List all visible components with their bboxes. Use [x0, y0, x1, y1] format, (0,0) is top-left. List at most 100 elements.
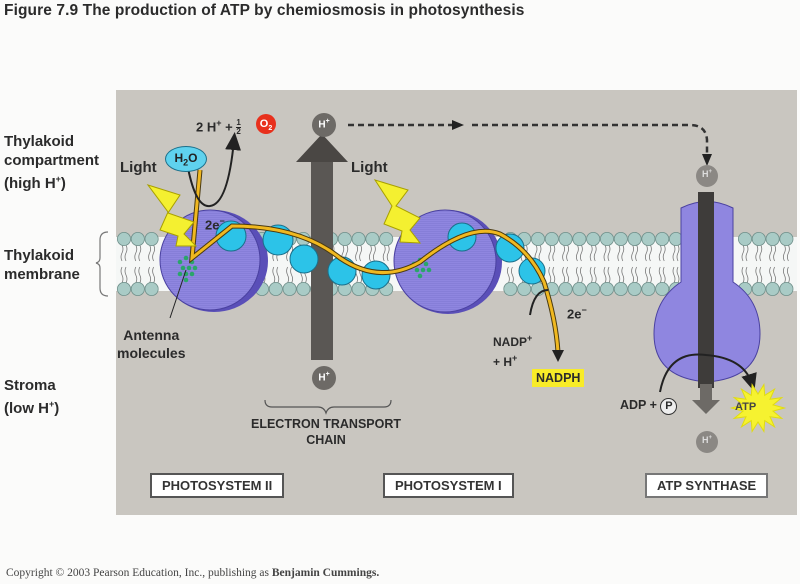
lipid-tail [631, 244, 638, 262]
electrons-text: 2e [567, 306, 582, 322]
lipid-head [613, 281, 628, 296]
lipid-tail [548, 244, 556, 262]
label-text: compartment [4, 152, 100, 169]
label-sup: + [55, 174, 61, 184]
atp-synthase-label: ATP SYNTHASE [645, 473, 769, 498]
proton-text: H [701, 435, 709, 445]
lipid-head [779, 281, 794, 296]
label-text: (high H [4, 175, 56, 192]
electrons-label-ps1: 2e− [567, 302, 587, 322]
lipid-tail [672, 266, 680, 284]
lipid-head [613, 231, 628, 246]
lipid-tail [645, 244, 652, 262]
lipid-head [117, 231, 132, 246]
half-num: 1 [236, 118, 241, 129]
lipid-tail [617, 266, 625, 284]
lipid-head [655, 231, 670, 246]
antenna-molecule-dot [180, 265, 186, 271]
lipid-tail [576, 266, 583, 284]
etc-label: ELECTRON TRANSPORT CHAIN [240, 416, 412, 448]
lipid-tail [755, 266, 763, 284]
label-text: ) [60, 175, 66, 192]
lipid-tail [120, 244, 128, 262]
photosystem-ii-label: PHOTOSYSTEM II [150, 473, 285, 498]
lipid-head [351, 231, 366, 246]
electrons-sup: − [581, 305, 587, 315]
lipid-tail [148, 244, 155, 262]
copyright-text: Copyright © 2003 Pearson Education, Inc.… [6, 567, 272, 579]
electrons-sup: − [219, 216, 225, 226]
label-text: Thylakoid [4, 247, 75, 264]
lipid-tail [562, 266, 569, 284]
proton-sup: + [708, 435, 712, 441]
lipid-head [117, 281, 132, 296]
etc-text: ELECTRON TRANSPORT [251, 417, 401, 431]
proton-sup: + [325, 371, 330, 378]
lipid-head [627, 281, 642, 296]
lipid-tail [603, 266, 611, 284]
nadph-label: NADPH [532, 369, 585, 387]
lipid-head [503, 281, 518, 296]
antenna-molecule-dot [423, 261, 429, 267]
products-plus: + [221, 119, 237, 135]
atp-label: ATP [735, 401, 757, 413]
lipid-head [531, 231, 546, 246]
lipid-head [144, 231, 159, 246]
proton-text: H [318, 119, 326, 131]
lipid-head [517, 281, 532, 296]
lipid-tail [741, 266, 749, 284]
proton-sup: + [325, 118, 330, 125]
proton-text: H [701, 169, 709, 179]
water-sub: 2 [183, 157, 189, 168]
antenna-molecule-dot [192, 265, 198, 271]
lipid-tail [672, 244, 680, 262]
products-h: 2 H [196, 119, 217, 135]
nadp-line: NADP+ [493, 330, 532, 350]
lipid-tail [631, 266, 638, 284]
oxygen-sub: 2 [268, 125, 273, 133]
oxygen-o: O [259, 118, 269, 130]
copyright: Copyright © 2003 Pearson Education, Inc.… [6, 567, 379, 579]
lipid-tail [272, 266, 280, 284]
lipid-tail [134, 244, 142, 262]
nadp-h-text: + H [493, 355, 513, 369]
adp-text: ADP + [620, 398, 661, 412]
antenna-dots [177, 255, 432, 283]
water-h: H [174, 151, 184, 165]
lipid-head [600, 231, 615, 246]
lipid-head [282, 281, 297, 296]
antenna-molecule-dot [417, 273, 423, 279]
atp-synthase [653, 192, 761, 414]
lipid-head [765, 281, 780, 296]
electron-path [188, 169, 564, 362]
phosphate-circle: P [660, 398, 678, 415]
lipid-head [130, 231, 145, 246]
lipid-tail [741, 244, 749, 262]
antenna-text: molecules [117, 345, 186, 361]
adp-to-atp-arrow [659, 353, 757, 393]
label-text: (low H [4, 400, 49, 417]
lipid-tail [355, 244, 362, 262]
lipid-head [572, 231, 587, 246]
water-o: O [188, 151, 198, 165]
lipid-tail [589, 244, 597, 262]
lipid-head [296, 281, 311, 296]
light-label-ps2: Light [120, 159, 157, 176]
proton-sup: + [708, 169, 712, 175]
antenna-molecule-dot [414, 267, 420, 273]
water-split-arrow [187, 132, 242, 208]
lipid-head [558, 281, 573, 296]
lipid-head [586, 281, 601, 296]
antenna-text: Antenna [123, 327, 180, 343]
lipid-tail [382, 244, 390, 262]
lipid-tail [769, 266, 776, 284]
lipid-head [600, 281, 615, 296]
proton-text: H [318, 372, 326, 384]
lipid-tail [120, 266, 128, 284]
atp-burst [729, 383, 787, 433]
lipid-head [268, 281, 283, 296]
lipid-head [641, 281, 656, 296]
lipid-tail [576, 244, 583, 262]
